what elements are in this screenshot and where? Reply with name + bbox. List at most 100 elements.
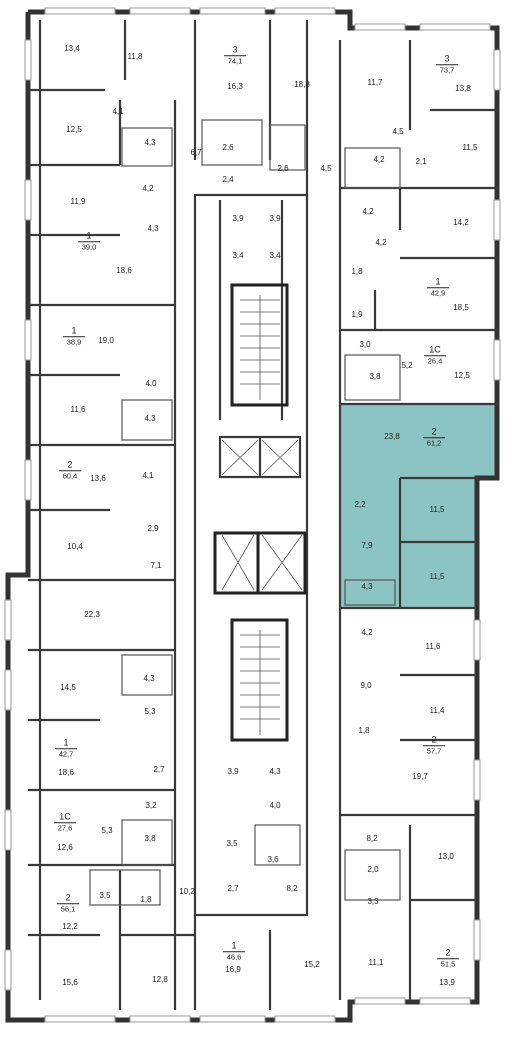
room-area-label: 2,4 — [222, 175, 234, 184]
room-area-label: 11,5 — [462, 143, 478, 152]
room-area-label: 12,5 — [66, 125, 82, 134]
room-area-label: 13,8 — [455, 84, 471, 93]
room-area-label: 19,0 — [98, 336, 114, 345]
room-area-label: 14,5 — [60, 683, 76, 692]
room-area-label: 19,7 — [412, 772, 428, 781]
room-area-label: 2,2 — [354, 500, 366, 509]
room-area-label: 2,7 — [227, 884, 239, 893]
room-area-label: 12,6 — [57, 843, 73, 852]
room-area-label: 3,8 — [369, 372, 381, 381]
room-area-label: 4,2 — [373, 155, 385, 164]
room-area-label: 13,9 — [439, 978, 455, 987]
room-area-label: 7,9 — [361, 541, 373, 550]
apartment-rooms: 1 — [86, 230, 92, 241]
room-area-label: 10,4 — [67, 542, 83, 551]
apartment-area: 27,6 — [54, 822, 76, 832]
room-area-label: 13,6 — [90, 474, 106, 483]
room-area-label: 7,1 — [150, 561, 162, 570]
room-area-label: 4,3 — [361, 582, 373, 591]
room-area-label: 3,2 — [145, 801, 157, 810]
room-area-label: 3,4 — [269, 251, 281, 260]
room-area-label: 11,9 — [70, 197, 86, 206]
room-area-label: 4,3 — [143, 674, 155, 683]
room-area-label: 12,2 — [62, 922, 78, 931]
room-area-label: 12,5 — [454, 371, 470, 380]
room-area-label: 4,5 — [392, 127, 404, 136]
highlighted-apartment[interactable] — [340, 404, 497, 608]
room-area-label: 11,6 — [425, 642, 441, 651]
room-area-label: 11,5 — [429, 572, 445, 581]
room-area-label: 3,4 — [232, 251, 244, 260]
room-area-label: 11,7 — [367, 78, 383, 87]
room-area-label: 4,2 — [375, 238, 387, 247]
room-area-label: 10,2 — [179, 887, 195, 896]
room-area-label: 4,3 — [144, 414, 156, 423]
room-area-label: 11,6 — [70, 405, 86, 414]
room-area-label: 23,8 — [384, 432, 400, 441]
apartment-rooms: 1 — [63, 737, 69, 748]
room-area-label: 3,9 — [269, 214, 281, 223]
room-area-label: 3,8 — [144, 834, 156, 843]
room-area-label: 15,6 — [62, 978, 78, 987]
room-area-label: 4,0 — [269, 801, 281, 810]
room-area-label: 5,3 — [101, 826, 113, 835]
room-area-label: 8,2 — [366, 834, 378, 843]
room-area-label: 2,9 — [147, 524, 159, 533]
apartment-area: 60,4 — [59, 470, 81, 480]
room-area-label: 18,6 — [58, 768, 74, 777]
apartment-area: 74,1 — [224, 55, 246, 65]
apartment-rooms: 2 — [65, 892, 71, 903]
room-area-label: 18,5 — [453, 303, 469, 312]
room-area-label: 22,3 — [84, 610, 100, 619]
apartment-area: 38,9 — [63, 336, 85, 346]
room-area-label: 4,3 — [269, 767, 281, 776]
room-area-label: 12,8 — [152, 975, 168, 984]
room-area-label: 4,2 — [361, 628, 373, 637]
room-area-label: 4,2 — [362, 207, 374, 216]
room-area-label: 18,8 — [294, 80, 310, 89]
room-area-label: 11,8 — [127, 52, 143, 61]
room-area-label: 4,2 — [142, 184, 154, 193]
room-area-label: 6,7 — [190, 148, 202, 157]
room-area-label: 3,5 — [99, 891, 111, 900]
apartment-rooms: 2 — [431, 426, 437, 437]
room-area-label: 1,8 — [351, 267, 363, 276]
apartment-area: 26,4 — [424, 355, 446, 365]
apartment-area: 73,7 — [436, 64, 458, 74]
room-area-label: 3,9 — [227, 767, 239, 776]
room-area-label: 8,2 — [286, 884, 298, 893]
room-area-label: 18,6 — [116, 266, 132, 275]
room-area-label: 4,3 — [144, 138, 156, 147]
apartment-area: 51,5 — [437, 958, 459, 968]
room-area-label: 16,3 — [227, 82, 243, 91]
room-area-label: 2,0 — [367, 865, 379, 874]
room-area-label: 5,3 — [144, 707, 156, 716]
apartment-area: 46,6 — [223, 951, 245, 961]
apartment-area: 61,2 — [423, 437, 445, 447]
apartment-rooms: 2 — [67, 459, 73, 470]
room-area-label: 4,3 — [147, 224, 159, 233]
apartment-rooms: 1 — [71, 325, 77, 336]
room-area-label: 11,5 — [429, 505, 445, 514]
room-area-label: 3,0 — [359, 340, 371, 349]
room-area-label: 4,0 — [145, 379, 157, 388]
room-area-label: 1,8 — [358, 726, 370, 735]
apartment-rooms: 1 — [435, 276, 441, 287]
apartment-area: 56,1 — [57, 903, 79, 913]
apartment-rooms: 1С — [429, 344, 441, 355]
